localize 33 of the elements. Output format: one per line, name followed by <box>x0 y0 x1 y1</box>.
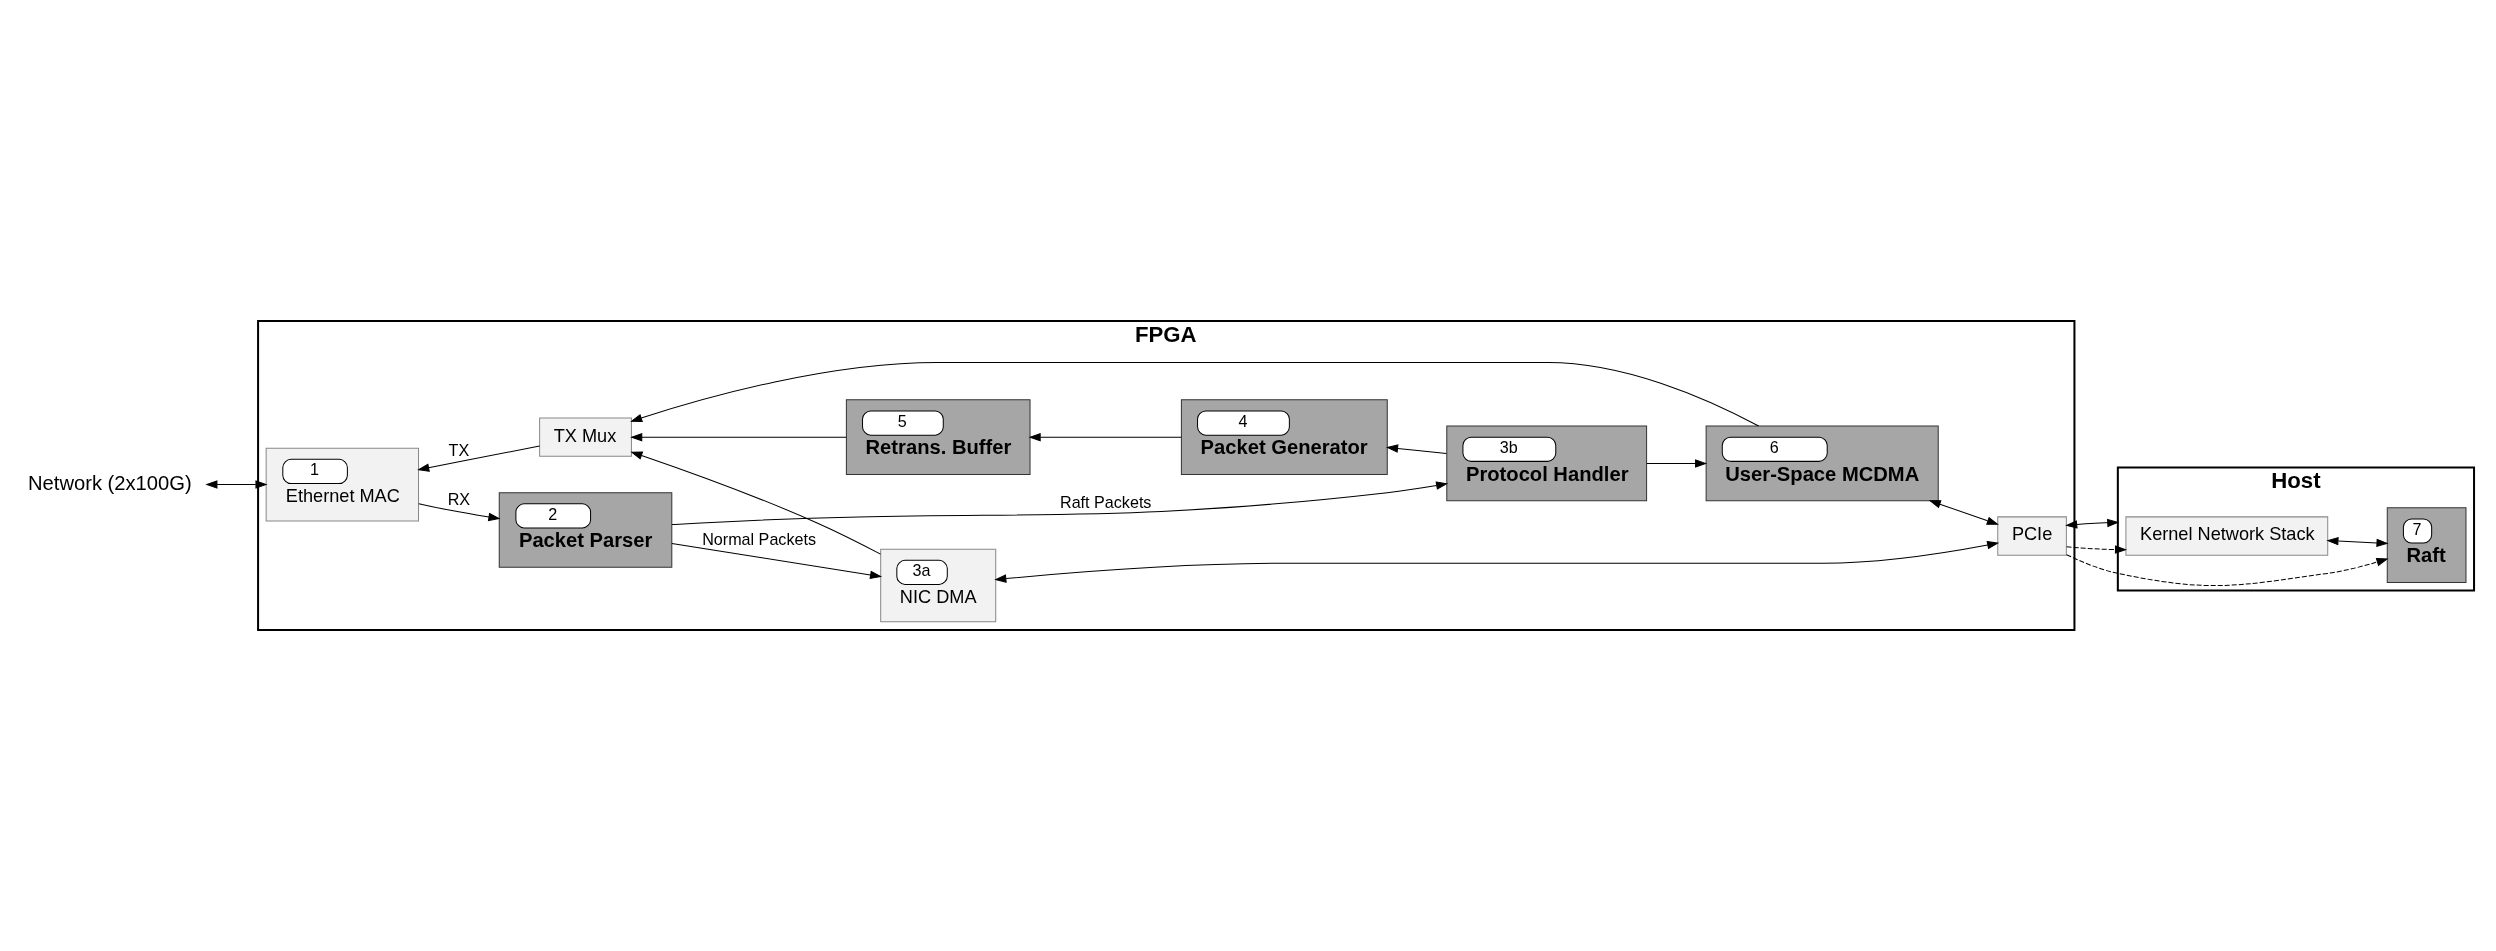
node-box: TX Mux <box>539 417 632 457</box>
arrow <box>671 543 883 580</box>
node-box: PCIe <box>1997 516 2067 556</box>
arrow <box>1385 444 1447 454</box>
arrow <box>205 480 268 489</box>
arrow <box>1646 459 1708 468</box>
arrow <box>671 481 1449 526</box>
edge-label: RX <box>447 489 471 508</box>
node-box: 3a NIC DMA <box>880 548 997 623</box>
arrow <box>2326 536 2389 548</box>
arrow <box>2066 545 2128 554</box>
arrow <box>630 432 847 442</box>
node-box: 3b Protocol Handler <box>1446 425 1648 502</box>
edge-label: Normal Packets <box>702 529 816 548</box>
arrow <box>2066 554 2389 587</box>
node-box: 7 Raft <box>2386 507 2467 583</box>
edge-label: TX <box>448 441 470 460</box>
node-box: 4 Packet Generator <box>1180 399 1388 475</box>
node-box: 2 Packet Parser <box>498 492 673 568</box>
node-box: 1 Ethernet MAC <box>265 447 420 522</box>
node-box: 5 Retrans. Buffer <box>845 399 1031 475</box>
arrow <box>1028 432 1182 442</box>
edge-label: Raft Packets <box>1060 492 1152 511</box>
arrow <box>1928 500 1999 525</box>
arrow <box>417 445 541 472</box>
arrow <box>418 503 501 522</box>
node-box: 6 User-Space MCDMA <box>1705 425 1939 502</box>
arrow <box>630 361 1760 427</box>
arrow <box>630 451 881 555</box>
arrow <box>2065 518 2120 529</box>
arrow <box>994 540 2000 583</box>
node-text: Network (2x100G) <box>28 471 192 494</box>
node-box: Kernel Network Stack <box>2125 516 2329 556</box>
